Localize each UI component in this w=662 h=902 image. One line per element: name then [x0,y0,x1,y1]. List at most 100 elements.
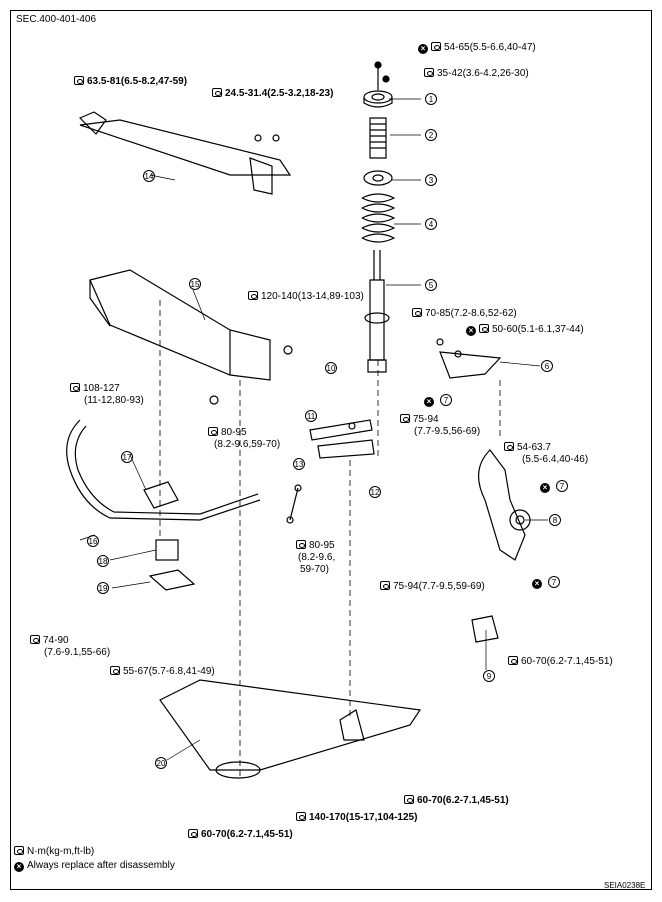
part-3-label: 3 [422,174,437,187]
part-12-label: 12 [366,486,381,499]
callout-2-text: 35-42(3.6-4.2,26-30) [437,68,529,79]
torque-icon [296,812,306,821]
part-7-marker-c: 7 [548,576,560,588]
legend-torque: N·m(kg-m,ft-lb) [14,846,94,858]
part-9-label: 9 [480,670,495,683]
callout-9-text-a: 80-95 [221,427,247,438]
lower-links [309,419,375,459]
callout-8-line-2: (11-12,80-93) [84,395,144,406]
bracket [471,615,499,643]
replace-icon: × [424,397,434,407]
callout-13: 75-94(7.7-9.5,59-69) [380,581,485,593]
part-7-label-a: ×7 [424,394,452,407]
callout-5: 120-140(13-14,89-103) [248,291,364,303]
part-9-marker: 9 [483,670,495,682]
replace-icon: × [418,44,428,54]
torque-icon [188,829,198,838]
callout-7-text: 50-60(5.1-6.1,37-44) [492,324,584,335]
part-13-label: 13 [290,458,305,471]
part-1-marker: 1 [425,93,437,105]
torque-icon [296,540,306,549]
callout-6: 70-85(7.2-8.6,52-62) [412,308,517,320]
rear-suspension-member [159,679,422,779]
torque-icon [212,88,222,97]
callout-7: ×50-60(5.1-6.1,37-44) [466,324,584,336]
part-2-marker: 2 [425,129,437,141]
part-4-marker: 4 [425,218,437,230]
part-17-label: 17 [118,451,133,464]
callout-12-line-2: (8.2-9.6, [298,552,336,563]
callout-15: 55-67(5.7-6.8,41-49) [110,666,215,678]
callout-6-text: 70-85(7.2-8.6,52-62) [425,308,517,319]
callout-15-text: 55-67(5.7-6.8,41-49) [123,666,215,677]
callout-14-text-a: 74-90 [43,635,69,646]
part-12-marker: 12 [369,486,381,498]
callout-14-line-2: (7.6-9.1,55-66) [44,647,111,658]
torque-icon [479,324,489,333]
knuckle [478,449,531,561]
callout-11-line-2: (5.5-6.4,40-46) [522,454,589,465]
callout-8-text-a: 108-127 [83,383,120,394]
upper-link [78,111,292,195]
part-10-marker: 10 [325,362,337,374]
part-4-label: 4 [422,218,437,231]
part-7-label-b: ×7 [540,480,568,493]
torque-icon [508,656,518,665]
section-reference: SEC.400-401-406 [16,14,97,25]
callout-10-line-2: (7.7-9.5,56-69) [414,426,481,437]
part-13-marker: 13 [293,458,305,470]
callout-1-text: 54-65(5.5-6.6,40-47) [444,42,536,53]
part-17-marker: 17 [121,451,133,463]
callout-16-text: 60-70(6.2-7.1,45-51) [201,829,293,840]
callout-12-text-a: 80-95 [309,540,335,551]
part-7-marker-a: 7 [440,394,452,406]
callout-4: 24.5-31.4(2.5-3.2,18-23) [212,88,333,100]
part-8-label: 8 [546,514,561,527]
part-20-label: 20 [152,757,167,770]
callout-17-text: 60-70(6.2-7.1,45-51) [521,656,613,667]
part-5-label: 5 [422,279,437,292]
callout-9-line-2: (8.2-9.6,59-70) [214,439,281,450]
callout-14: 74-90 [30,635,69,647]
torque-icon [424,68,434,77]
callout-17: 60-70(6.2-7.1,45-51) [508,656,613,668]
suspension-member [89,269,293,405]
torque-icon [70,383,80,392]
callout-10: 75-94 [400,414,439,426]
part-20-marker: 20 [155,757,167,769]
callout-11: 54-63.7 [504,442,551,454]
callout-12: 80-95 [296,540,335,552]
legend-replace: ×Always replace after disassembly [14,860,175,872]
part-15-marker: 15 [189,278,201,290]
torque-icon [400,414,410,423]
part-14-label: 14 [140,170,155,183]
callout-13-text: 75-94(7.7-9.5,59-69) [393,581,485,592]
part-6-marker: 6 [541,360,553,372]
legend-torque-text: N·m(kg-m,ft-lb) [27,846,95,857]
upper-arm [436,338,502,379]
callout-9: 80-95 [208,427,247,439]
callout-10-text-a: 75-94 [413,414,439,425]
torque-icon [431,42,441,51]
strut-assembly [361,61,396,373]
part-6-label: 6 [538,360,553,373]
part-7-label-c: ×7 [532,576,560,589]
part-15-label: 15 [186,278,201,291]
part-5-marker: 5 [425,279,437,291]
part-8-marker: 8 [549,514,561,526]
replace-icon: × [540,483,550,493]
part-18-marker: 18 [97,555,109,567]
torque-icon [412,308,422,317]
part-18-label: 18 [94,555,109,568]
callout-19-text: 60-70(6.2-7.1,45-51) [417,795,509,806]
callout-5-text: 120-140(13-14,89-103) [261,291,364,302]
bushing-clamp [148,539,196,591]
stabilizer-link [286,484,302,524]
diagram-frame [10,10,652,890]
replace-icon: × [14,862,24,872]
part-19-label: 19 [94,582,109,595]
torque-icon [110,666,120,675]
torque-icon [404,795,414,804]
part-16-marker: 16 [87,535,99,547]
callout-2: 35-42(3.6-4.2,26-30) [424,68,529,80]
